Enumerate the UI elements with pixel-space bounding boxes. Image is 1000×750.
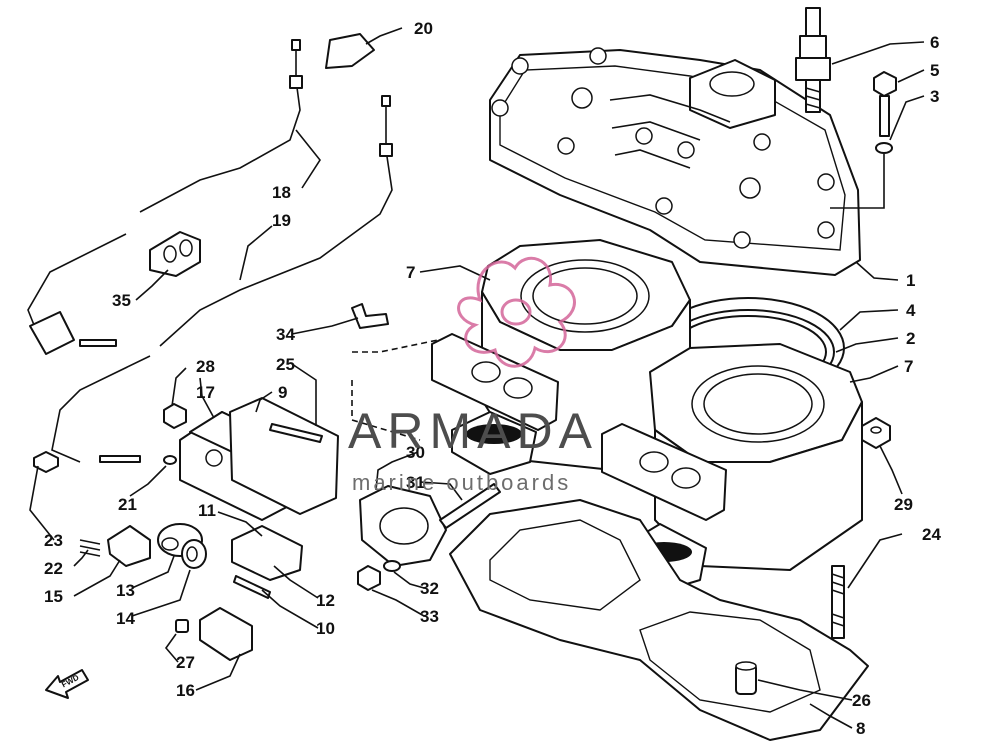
watermark-brand: ARMADA [348,403,598,459]
callout-26: 26 [852,691,871,710]
callout-31: 31 [406,473,425,492]
callout-23: 23 [44,531,63,550]
callout-10: 10 [316,619,335,638]
intake-flange-rear [431,333,559,431]
callout-9: 9 [278,383,287,402]
callout-5: 5 [930,61,939,80]
callout-1: 1 [906,271,915,290]
spark-plug [795,7,831,113]
watermark-tagline: marine outboards [352,470,571,495]
actuator [231,525,303,581]
callout-24: 24 [922,525,941,544]
elbow-fitting [351,303,389,329]
actuator-pin [233,575,271,599]
callout-35: 35 [112,291,131,310]
callout-34: 34 [276,325,295,344]
cable-end-bolt-2 [99,455,141,463]
callout-21: 21 [118,495,137,514]
callout-18: 18 [272,183,291,202]
washer-leader [830,154,885,209]
base-gasket [449,499,869,741]
cam-ring [181,539,207,569]
callout-33: 33 [420,607,439,626]
callout-22: 22 [44,559,63,578]
callout-11: 11 [198,501,216,520]
cable-bracket [29,311,75,355]
cover-nut [163,403,187,429]
exhaust-stud [439,483,501,529]
callout-6: 6 [930,33,939,52]
clip [325,33,375,69]
cylinder-front [649,343,863,571]
callout-2: 2 [906,329,915,348]
cover-stud [269,423,323,443]
callout-30: 30 [406,443,425,462]
callout-12: 12 [316,591,335,610]
callout-labels: 20 6 5 3 18 19 7 1 35 4 34 2 25 28 7 17 … [44,19,941,738]
small-washer [383,560,401,572]
leader-lines [29,27,925,729]
callout-13: 13 [116,581,135,600]
callout-15: 15 [44,587,63,606]
o-ring-small [163,455,177,465]
small-nut [357,565,381,591]
callout-7-rear: 7 [406,263,415,282]
callout-14: 14 [116,609,135,628]
forward-arrow: FWD [45,669,89,699]
callout-8: 8 [856,719,865,738]
exhaust-gasket [359,485,447,567]
callout-20: 20 [414,19,433,38]
stud [831,565,845,639]
watermark-logo [457,256,576,368]
cylinder-head [489,47,861,276]
callout-7-front: 7 [904,357,913,376]
valve-gasket [199,607,253,661]
rocker [107,525,151,567]
intake-flange-front [601,423,727,521]
throttle-cable-19 [51,95,393,463]
spring [79,539,101,557]
callout-25: 25 [276,355,295,374]
callout-17: 17 [196,383,215,402]
callout-29: 29 [894,495,913,514]
cable-holder [149,231,201,277]
callout-32: 32 [420,579,439,598]
screw [175,619,189,633]
callout-3: 3 [930,87,939,106]
head-bolt [873,71,897,137]
washer [875,142,893,154]
callout-19: 19 [272,211,291,230]
cable-end-bolt [79,339,117,347]
callout-4: 4 [906,301,916,320]
callout-16: 16 [176,681,195,700]
throttle-cable-18 [27,39,303,345]
callout-27: 27 [176,653,195,672]
callout-28: 28 [196,357,215,376]
screw-small [33,451,59,473]
